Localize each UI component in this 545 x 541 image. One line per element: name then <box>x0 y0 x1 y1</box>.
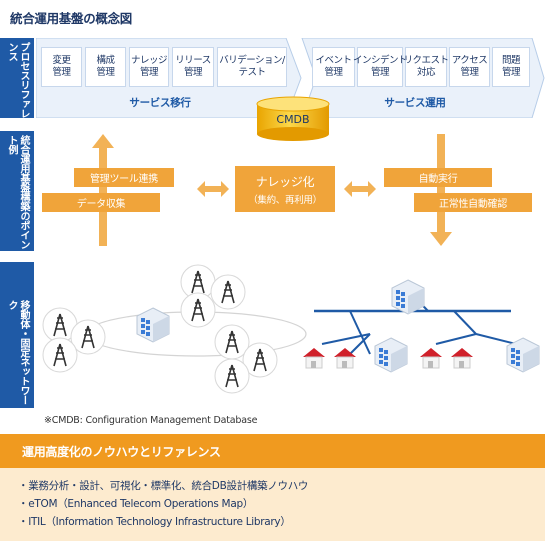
point-knowledge-title: ナレッジ化 <box>255 174 315 189</box>
knowhow-body <box>0 468 545 541</box>
process-release-mgmt: リリース 管理 <box>172 47 214 87</box>
process-validation-test: バリデーション/ テスト <box>217 47 287 87</box>
process-request-handling: リクエスト 対応 <box>404 47 449 87</box>
knowhow-bullet-1: ・業務分析・設計、可視化・標準化、統合DB設計構築ノウハウ <box>18 480 309 492</box>
knowhow-heading: 運用高度化のノウハウとリファレンス <box>0 434 545 468</box>
point-auto-exec: 自動実行 <box>384 168 492 187</box>
process-problem-mgmt: 問題 管理 <box>492 47 530 87</box>
tower-icon <box>210 274 246 310</box>
cmdb-label: CMDB <box>276 113 310 126</box>
label-service-operation: サービス運用 <box>384 97 446 109</box>
point-data-collect: データ収集 <box>42 193 160 212</box>
server-icon <box>374 337 408 373</box>
knowhow-bullet-3: ・ITIL（Information Technology Infrastruct… <box>18 516 291 528</box>
point-knowledge: ナレッジ化 （集約、再利用） <box>235 166 335 212</box>
knowhow-bullet-2: ・eTOM（Enhanced Telecom Operations Map） <box>18 498 254 510</box>
point-tool-link: 管理ツール連携 <box>74 168 174 187</box>
band-points-label: 統合運用基盤構築のポイント例 <box>6 135 29 249</box>
process-change-mgmt: 変更 管理 <box>41 47 82 87</box>
double-arrow-icon <box>197 181 229 197</box>
cmdb-cylinder-icon <box>256 96 330 141</box>
house-icon <box>419 347 443 369</box>
process-event-mgmt: イベント 管理 <box>312 47 355 87</box>
tower-icon <box>180 292 216 328</box>
process-incident-mgmt: インシデント 管理 <box>353 47 408 87</box>
point-auto-check: 正常性自動確認 <box>414 193 532 212</box>
server-icon <box>136 307 170 343</box>
process-config-mgmt: 構成 管理 <box>85 47 126 87</box>
page-title: 統合運用基盤の概念図 <box>10 11 133 26</box>
double-arrow-icon-right <box>344 181 376 197</box>
point-knowledge-sub: （集約、再利用） <box>248 194 322 206</box>
process-access-mgmt: アクセス 管理 <box>449 47 490 87</box>
house-icon <box>450 347 474 369</box>
band-network-label: 移動体・固定ネットワーク <box>6 300 29 405</box>
server-icon <box>506 337 540 373</box>
band-process-label: プロセスリファレンス <box>6 42 29 118</box>
band-process: プロセスリファレンス <box>0 38 34 118</box>
band-network: 移動体・固定ネットワーク <box>0 262 34 408</box>
arrow-up-icon <box>92 134 114 246</box>
band-points: 統合運用基盤構築のポイント例 <box>0 131 34 251</box>
tower-icon <box>42 337 78 373</box>
label-service-transition: サービス移行 <box>129 97 191 109</box>
process-knowledge-mgmt: ナレッジ 管理 <box>129 47 169 87</box>
tower-icon <box>214 358 250 394</box>
arrow-down-icon <box>430 134 452 246</box>
house-icon <box>302 347 326 369</box>
network-diagram <box>42 264 540 394</box>
cmdb-footnote: ※CMDB: Configuration Management Database <box>44 415 258 426</box>
server-icon <box>391 279 425 315</box>
